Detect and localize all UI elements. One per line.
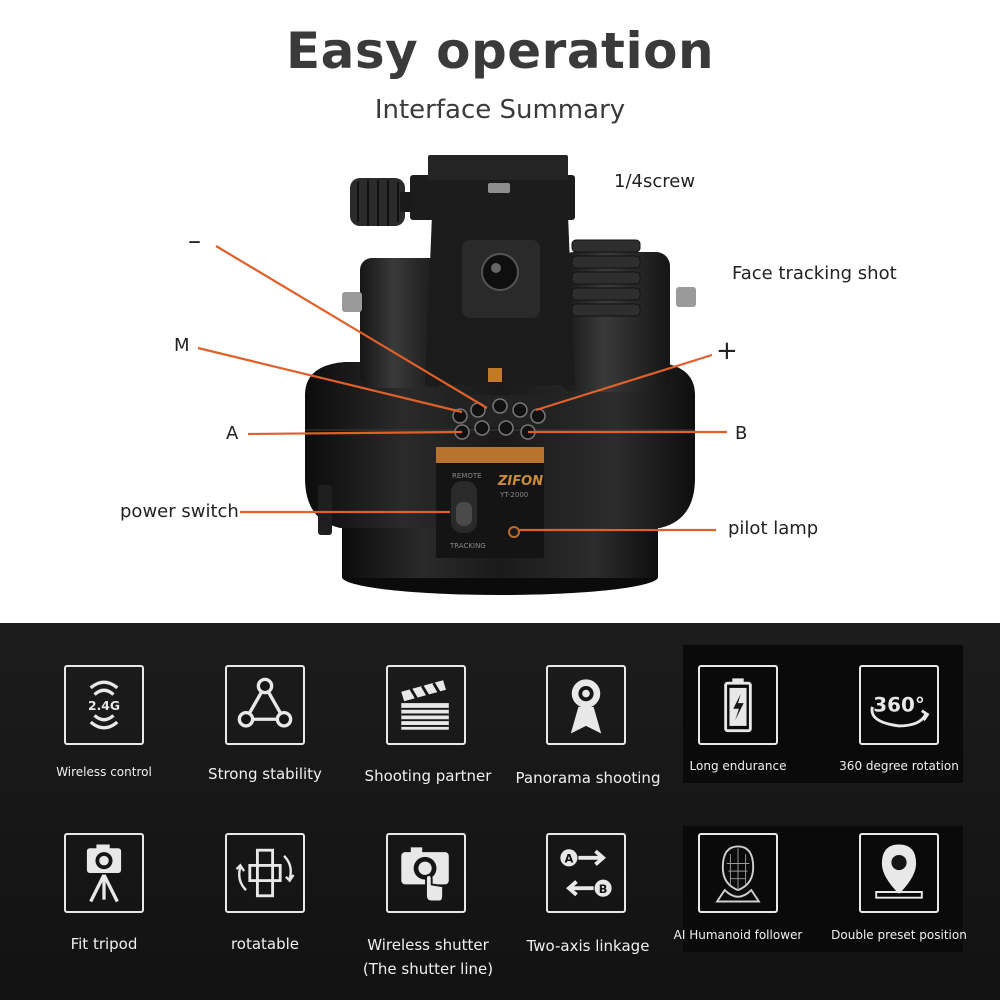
feature-label-ai-humanoid-follower: AI Humanoid follower — [673, 928, 803, 942]
feature-label-two-axis-linkage: Two-axis linkage — [526, 937, 650, 955]
feature-label-long-endurance: Long endurance — [689, 759, 787, 773]
wireless-24g-icon: 2.4G — [64, 665, 144, 745]
callout-b: B — [735, 423, 748, 444]
callout-minus: – — [188, 226, 201, 256]
feature-label-wireless-control: Wireless control — [56, 765, 152, 779]
features-section: 2.4G Wireless control Strong stability S… — [0, 623, 1000, 1000]
model-number: YT-2000 — [499, 491, 528, 499]
callout-lines — [197, 245, 727, 532]
rotation-360-icon: 360° — [859, 665, 939, 745]
callout-a: A — [226, 423, 239, 444]
page-subtitle: Interface Summary — [374, 95, 626, 125]
switch-top-label: REMOTE — [452, 472, 482, 480]
battery-icon — [698, 665, 778, 745]
feature-label-strong-stability: Strong stability — [208, 765, 322, 783]
rotate-cube-icon — [225, 833, 305, 913]
callout-face-tracking: Face tracking shot — [732, 263, 897, 284]
svg-text:360°: 360° — [873, 693, 925, 717]
feature-label-panorama-shooting: Panorama shooting — [515, 769, 661, 787]
interface-summary-section: Easy operation Interface Summary — [120, 22, 897, 595]
svg-text:B: B — [599, 882, 608, 896]
feature-label-fit-tripod: Fit tripod — [70, 935, 138, 953]
callout-pilot-lamp: pilot lamp — [728, 518, 819, 539]
face-scan-icon — [698, 833, 778, 913]
clamp-knob — [350, 178, 414, 226]
brand-logo: ZIFON — [497, 474, 543, 489]
control-panel: REMOTE TRACKING ZIFON YT-2000 — [436, 395, 547, 558]
tilt-head — [342, 155, 696, 392]
feature-label-360-rotation: 360 degree rotation — [839, 759, 959, 773]
callout-power-switch: power switch — [120, 501, 239, 522]
ab-arrows-icon: A B — [546, 833, 626, 913]
gimbal-device-illustration: REMOTE TRACKING ZIFON YT-2000 — [197, 155, 727, 595]
callout-m: M — [174, 335, 190, 356]
svg-text:2.4G: 2.4G — [88, 699, 120, 713]
camera-touch-icon — [386, 833, 466, 913]
feature-label-wireless-shutter: Wireless shutter (The shutter line) — [362, 936, 494, 978]
triangle-nodes-icon — [225, 665, 305, 745]
feature-label-double-preset-position: Double preset position — [831, 928, 967, 942]
callout-plus: + — [716, 336, 738, 366]
clapperboard-icon — [386, 665, 466, 745]
page-title: Easy operation — [285, 22, 715, 80]
pilot-lamp — [508, 526, 520, 538]
webcam-icon — [546, 665, 626, 745]
location-pin-icon — [859, 833, 939, 913]
camera-tripod-icon — [64, 833, 144, 913]
svg-text:A: A — [564, 852, 573, 866]
feature-panel-bottom — [683, 826, 963, 952]
switch-bottom-label: TRACKING — [449, 542, 486, 550]
feature-label-shooting-partner: Shooting partner — [364, 767, 492, 785]
callout-screw: 1/4screw — [614, 171, 696, 192]
feature-label-rotatable: rotatable — [230, 935, 300, 953]
